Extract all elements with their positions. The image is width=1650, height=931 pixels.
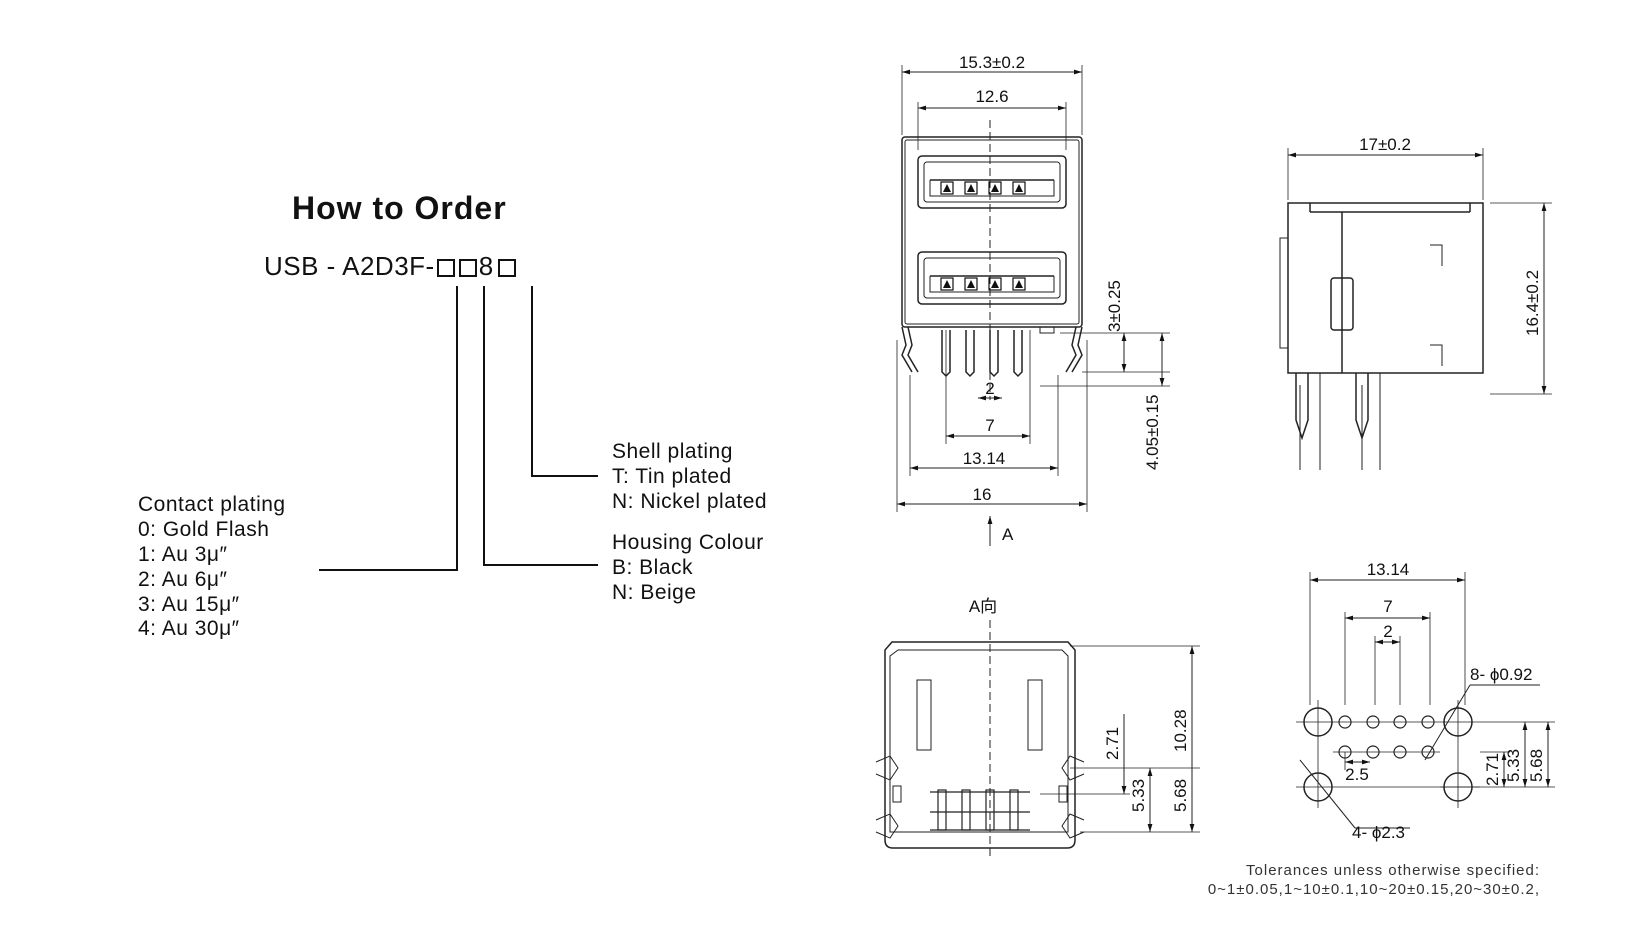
dim-footprint-hole-2-3: 4- ϕ2.3 (1352, 823, 1405, 842)
dim-front-width-12-6: 12.6 (975, 87, 1008, 106)
view-a-label: A向 (969, 597, 997, 616)
contact-heading: Contact plating (138, 493, 286, 516)
contact-item-1: 1: Au 3μ″ (138, 543, 228, 566)
contact-item-3: 3: Au 15μ″ (138, 593, 240, 616)
contact-item-4: 4: Au 30μ″ (138, 617, 240, 640)
dim-view-a-5-33: 5.33 (1129, 779, 1148, 812)
order-title: How to Order (292, 190, 507, 226)
dim-footprint-5-33: 5.33 (1504, 749, 1523, 782)
shell-item-n: N: Nickel plated (612, 490, 768, 513)
dim-footprint-2-71: 2.71 (1483, 753, 1502, 786)
dim-footprint-hole-0-92: 8- ϕ0.92 (1470, 665, 1532, 684)
dim-front-pitch-7: 7 (985, 416, 994, 435)
dim-front-height-3: 3±0.25 (1105, 280, 1124, 332)
dim-footprint-5-68: 5.68 (1527, 749, 1546, 782)
contact-item-0: 0: Gold Flash (138, 518, 270, 541)
code-box-1 (436, 259, 455, 277)
dim-view-a-2-71: 2.71 (1103, 727, 1122, 760)
tolerance-note-2: 0~1±0.05,1~10±0.1,10~20±0.15,20~30±0.2, (1207, 881, 1540, 898)
housing-item-b: B: Black (612, 556, 694, 579)
front-view (896, 65, 1170, 546)
dim-view-a-5-68: 5.68 (1171, 779, 1190, 812)
shell-item-t: T: Tin plated (612, 465, 732, 488)
view-arrow-a-label: A (1002, 525, 1014, 544)
dim-footprint-7: 7 (1383, 597, 1392, 616)
dim-footprint-13-14: 13.14 (1367, 560, 1410, 579)
dim-front-pitch-2: 2 (985, 379, 994, 398)
dim-front-width-15-3: 15.3±0.2 (959, 53, 1025, 72)
side-view (1279, 148, 1552, 470)
dim-footprint-2-5: 2.5 (1345, 765, 1369, 784)
shell-heading: Shell plating (612, 440, 733, 463)
dim-view-a-10-28: 10.28 (1171, 709, 1190, 752)
contact-item-2: 2: Au 6μ″ (138, 568, 228, 591)
view-a (875, 620, 1200, 860)
order-code: USB - A2D3F- 8 (264, 251, 518, 281)
code-box-3 (497, 259, 516, 277)
dim-footprint-2: 2 (1383, 622, 1392, 641)
housing-item-n: N: Beige (612, 581, 697, 604)
footprint-view (1296, 572, 1555, 829)
order-code-digit: 8 (478, 251, 494, 281)
tolerance-note-1: Tolerances unless otherwise specified: (1246, 862, 1540, 879)
dim-front-height-4-05: 4.05±0.15 (1143, 394, 1162, 470)
dim-front-width-16: 16 (973, 485, 992, 504)
code-box-2 (458, 259, 477, 277)
dim-front-width-13-14: 13.14 (963, 449, 1006, 468)
contact-markers (940, 181, 1026, 291)
dim-side-width-17: 17±0.2 (1359, 135, 1411, 154)
housing-heading: Housing Colour (612, 531, 764, 554)
order-code-prefix: USB - A2D3F- (264, 251, 435, 281)
dim-side-height-16-4: 16.4±0.2 (1523, 270, 1542, 336)
